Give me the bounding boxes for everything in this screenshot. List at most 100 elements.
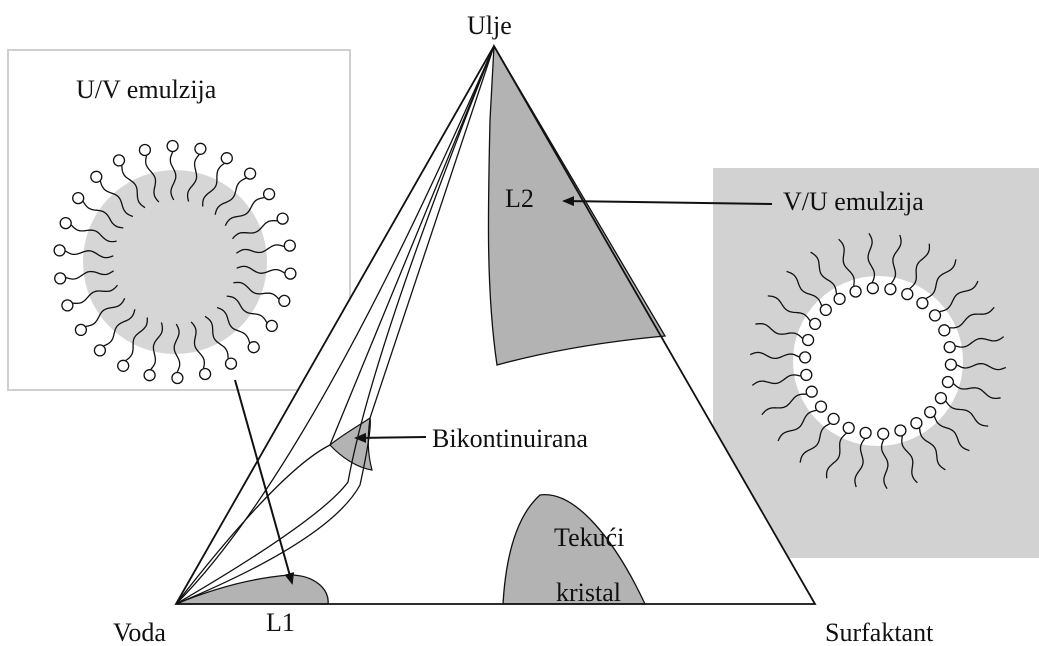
surfactant-head bbox=[805, 385, 818, 398]
surfactant-head bbox=[924, 405, 937, 419]
surfactant-tail bbox=[226, 295, 268, 323]
surfactant-head bbox=[143, 369, 156, 382]
arrow-to-l2 bbox=[562, 196, 773, 207]
surfactant-head bbox=[198, 367, 212, 381]
surfactant-tail bbox=[103, 309, 136, 347]
surfactant-tail bbox=[65, 250, 114, 259]
surfactant-tail bbox=[232, 220, 278, 240]
surfactant-tail bbox=[72, 284, 118, 304]
surfactant-head bbox=[112, 154, 126, 167]
l2-label: L2 bbox=[505, 184, 534, 213]
water-vertex-label: Voda bbox=[113, 618, 166, 646]
surfactant-tail bbox=[216, 306, 251, 343]
surfactant-tail bbox=[890, 234, 902, 284]
ow-oil-droplet bbox=[83, 170, 267, 354]
surfactant-tail bbox=[150, 322, 164, 370]
surfactant-tail bbox=[233, 281, 280, 300]
wo-emulsion-panel: V/U emulzija bbox=[713, 168, 1039, 558]
ow-surfactant-molecules bbox=[53, 139, 297, 385]
surfactant-head bbox=[276, 212, 289, 225]
surfactant-tail bbox=[909, 243, 931, 290]
surfactant-head bbox=[934, 391, 948, 405]
surfactant-head bbox=[247, 341, 260, 354]
surfactant-head bbox=[814, 400, 828, 413]
surfactant-tail bbox=[65, 270, 114, 280]
surfactant-tail bbox=[933, 416, 970, 452]
surfactant-head bbox=[53, 244, 66, 257]
surfactant-tail bbox=[949, 306, 995, 329]
surfactant-tail bbox=[786, 270, 823, 306]
boundary-line-2 bbox=[175, 45, 495, 605]
surfactant-head bbox=[944, 358, 958, 371]
arrow-to-bicontinuous bbox=[354, 432, 427, 443]
surfactant-tail bbox=[236, 244, 285, 254]
surfactant-tail bbox=[202, 163, 225, 207]
surfactant-head bbox=[941, 375, 955, 389]
surfactant-head bbox=[916, 296, 929, 310]
surfactant-head bbox=[243, 167, 257, 180]
surfactant-tail bbox=[190, 321, 205, 369]
surfactant-tail bbox=[761, 393, 807, 416]
surfactant-head bbox=[224, 357, 238, 370]
bicontinuous-label: Bikontinuirana bbox=[432, 424, 588, 453]
surfactant-head bbox=[117, 359, 130, 372]
surfactant-head bbox=[262, 187, 276, 201]
surfactant-head bbox=[166, 139, 179, 153]
surfactant-tail bbox=[173, 323, 181, 373]
ow-emulsion-label: U/V emulzija bbox=[76, 75, 217, 104]
triangle-outline bbox=[174, 44, 817, 605]
surfactant-tail bbox=[749, 351, 800, 360]
surfactant-head bbox=[278, 294, 291, 308]
surfactant-tail bbox=[70, 224, 117, 243]
surfactant-tail bbox=[825, 432, 847, 479]
surfactant-tail bbox=[955, 336, 1005, 348]
surfactant-tail bbox=[953, 383, 1001, 400]
surfactant-head bbox=[798, 351, 812, 364]
surfactant-head bbox=[866, 282, 879, 295]
oil-vertex-label: Ulje bbox=[467, 11, 512, 40]
surfactant-head bbox=[801, 333, 815, 347]
surfactant-tail bbox=[867, 232, 876, 283]
surfactant-head bbox=[90, 170, 103, 183]
surfactant-head bbox=[808, 317, 822, 331]
surfactant-head bbox=[72, 191, 85, 205]
surfactant-vertex-label: Surfaktant bbox=[825, 618, 934, 646]
surfactant-tail bbox=[956, 362, 1007, 371]
surfactant-head bbox=[61, 299, 74, 312]
surfactant-tail bbox=[838, 238, 855, 286]
surfactant-head bbox=[93, 344, 107, 357]
surfactant-tail bbox=[901, 436, 918, 484]
surfactant-tail bbox=[751, 374, 801, 386]
surfactant-head bbox=[910, 416, 923, 430]
surfactant-tail bbox=[918, 428, 946, 471]
wo-surfactant-molecules bbox=[749, 232, 1007, 490]
surfactant-head bbox=[284, 267, 297, 280]
surfactant-head bbox=[138, 143, 152, 157]
surfactant-tail bbox=[810, 251, 838, 294]
liquid-crystal-region bbox=[502, 494, 647, 605]
surfactant-tail bbox=[82, 201, 124, 229]
surfactant-head bbox=[59, 216, 72, 230]
boundary-line-4 bbox=[175, 45, 495, 605]
surfactant-head bbox=[283, 239, 296, 252]
surfactant-head bbox=[943, 340, 956, 354]
surfactant-tail bbox=[777, 409, 817, 442]
surfactant-head bbox=[849, 285, 862, 298]
surfactant-tail bbox=[169, 151, 177, 201]
surfactant-head bbox=[220, 152, 233, 165]
surfactant-tail bbox=[236, 265, 285, 274]
surfactant-tail bbox=[224, 196, 265, 226]
boundary-line-5 bbox=[175, 45, 495, 605]
surfactant-tail bbox=[145, 155, 160, 203]
surfactant-head bbox=[842, 421, 855, 435]
surfactant-tail bbox=[99, 181, 134, 218]
surfactant-head bbox=[877, 427, 890, 440]
surfactant-head bbox=[938, 324, 951, 337]
boundary-line-3 bbox=[175, 45, 495, 605]
surfactant-head bbox=[859, 426, 872, 440]
ow-emulsion-panel: U/V emulzija bbox=[7, 49, 351, 391]
surfactant-tail bbox=[925, 259, 957, 299]
surfactant-head bbox=[833, 292, 846, 306]
bicontinuous-region bbox=[329, 416, 373, 471]
surfactant-head bbox=[194, 142, 207, 155]
